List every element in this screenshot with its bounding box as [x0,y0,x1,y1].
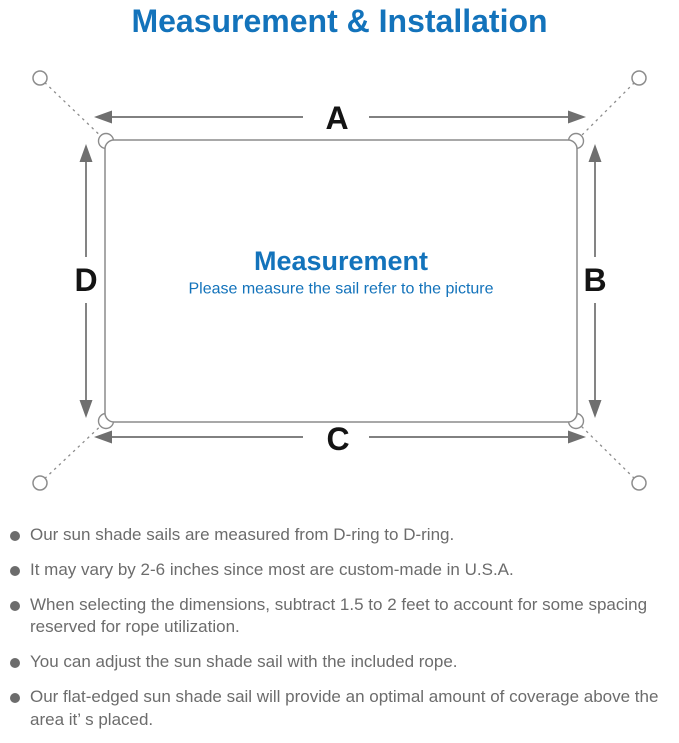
arrowhead-left-icon [94,430,112,444]
arrowhead-up-icon [588,144,602,162]
dimension-arrow-c: C [94,421,586,457]
arrowhead-left-icon [94,110,112,124]
tether-line-top-left [39,77,108,143]
dimension-arrow-d: D [74,144,98,418]
bullet-icon [10,692,20,703]
note-text: Our sun shade sails are measured from D-… [30,525,455,544]
list-item: Our sun shade sails are measured from D-… [10,524,670,547]
page-title: Measurement & Installation [131,3,548,39]
anchor-ring-bottom-right-icon [631,475,647,491]
tether-line-bottom-right [574,419,640,484]
dimension-label-c: C [326,421,349,457]
dimension-arrow-a: A [94,100,586,136]
diagram-center-title: Measurement [254,246,428,276]
bullet-icon [10,565,20,576]
arrowhead-down-icon [79,400,93,418]
arrowhead-up-icon [79,144,93,162]
dimension-label-d: D [74,262,97,298]
tether-line-bottom-left [39,419,108,484]
arrowhead-right-icon [568,430,586,444]
list-item: You can adjust the sun shade sail with t… [10,651,670,674]
anchor-ring-top-left-icon [32,70,48,86]
dimension-label-b: B [583,262,606,298]
measurement-diagram: A C D B Measurement Please meas [0,60,679,520]
anchor-ring-bottom-left-icon [32,475,48,491]
note-text: When selecting the dimensions, subtract … [30,594,648,637]
bullet-icon [10,658,20,669]
anchor-ring-top-right-icon [631,70,647,86]
diagram-center-subtitle: Please measure the sail refer to the pic… [188,281,493,298]
note-text: You can adjust the sun shade sail with t… [30,652,458,672]
note-text: Our flat-edged sun shade sail will provi… [30,686,659,729]
list-item: When selecting the dimensions, subtract … [10,594,670,640]
anchor-rings [32,70,647,491]
list-item: Our flat-edged sun shade sail will provi… [10,686,670,732]
dimension-label-a: A [325,100,348,136]
corner-tether-lines [39,77,640,484]
bullet-icon [10,531,20,541]
note-text: It may vary by 2-6 inches since most are… [30,559,514,579]
bullet-icon [10,600,20,611]
sail-outline [104,139,578,423]
sail-diagram-svg: A C D B Measurement Please meas [32,70,647,491]
arrowhead-right-icon [568,110,586,124]
dimension-arrow-b: B [583,144,607,418]
notes-list: Our sun shade sails are measured from D-… [10,524,670,743]
tether-line-top-right [574,77,640,143]
list-item: It may vary by 2-6 inches since most are… [10,559,670,582]
arrowhead-down-icon [588,400,602,418]
